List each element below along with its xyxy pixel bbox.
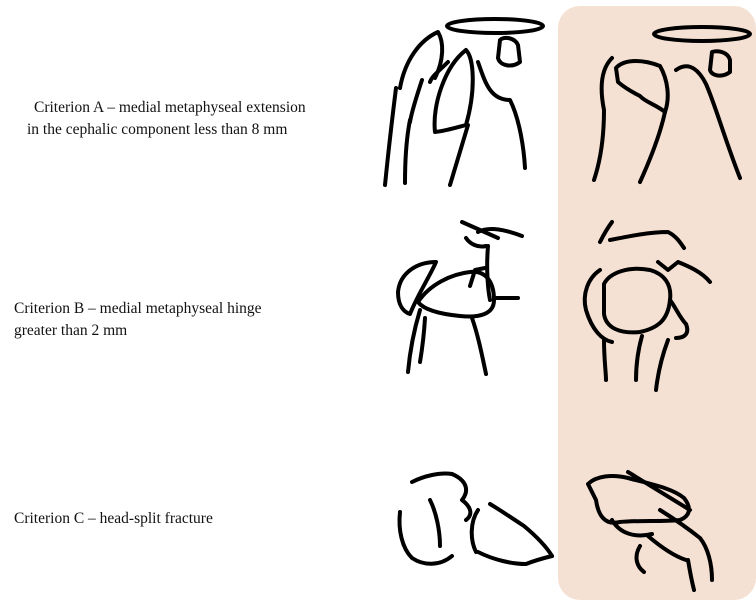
criterion-a-sketch-left [385, 19, 543, 185]
criterion-b-sketch-right [585, 222, 710, 390]
criterion-a-sketch-right [594, 27, 750, 182]
criterion-c-sketch-left [400, 473, 553, 564]
criterion-b-sketch-left [398, 222, 522, 374]
criterion-c-sketch-right [588, 472, 712, 590]
